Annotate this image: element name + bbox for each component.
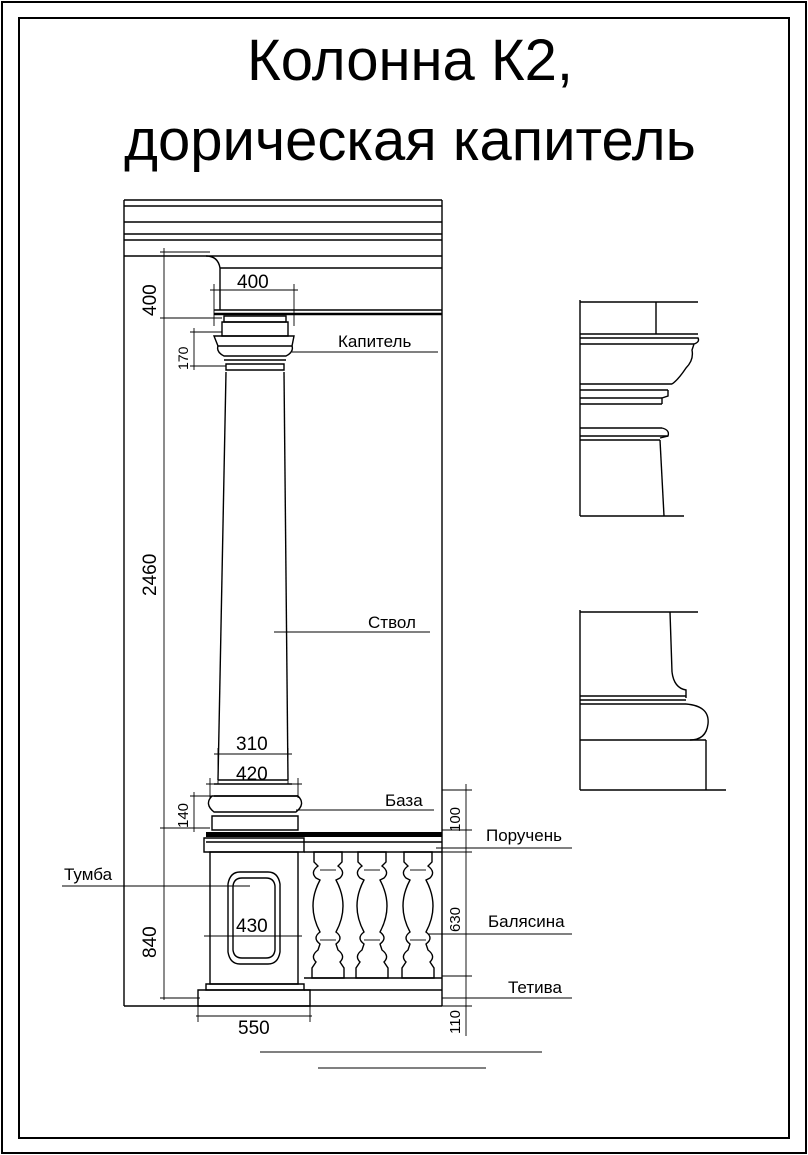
dim-pedestal-width: 550 bbox=[238, 1018, 270, 1039]
dim-capital-top-width: 400 bbox=[237, 272, 269, 293]
label-stringer: Тетива bbox=[508, 978, 562, 997]
title-line-1: Колонна К2, bbox=[247, 28, 573, 93]
capital-detail bbox=[579, 300, 700, 517]
dim-pedestal-height: 840 bbox=[140, 926, 161, 958]
dim-shaft-bottom-width: 310 bbox=[236, 734, 268, 755]
shaft bbox=[217, 371, 289, 781]
label-base: База bbox=[385, 791, 423, 810]
dim-baluster-height: 630 bbox=[447, 907, 464, 932]
dim-stringer-height: 110 bbox=[447, 1010, 464, 1034]
label-pedestal: Тумба bbox=[64, 865, 113, 884]
dimension-lines bbox=[160, 248, 542, 1069]
dim-pedestal-panel-width: 430 bbox=[236, 916, 268, 937]
dim-shaft-height: 2460 bbox=[140, 554, 161, 596]
dim-handrail-height: 100 bbox=[447, 807, 464, 832]
baluster-row bbox=[304, 851, 442, 991]
elevation-view bbox=[123, 199, 443, 1007]
label-baluster: Балясина bbox=[488, 912, 565, 931]
capital bbox=[212, 315, 295, 371]
handrail bbox=[203, 832, 442, 853]
inner-frame bbox=[18, 17, 790, 1139]
label-shaft: Ствол bbox=[368, 613, 416, 632]
entablature bbox=[124, 205, 442, 316]
base bbox=[207, 783, 303, 831]
dim-base-height: 140 bbox=[175, 803, 192, 828]
leader-lines bbox=[62, 351, 572, 999]
label-handrail: Поручень bbox=[486, 826, 562, 845]
title-line-2: дорическая капитель bbox=[124, 108, 696, 173]
dim-capital-height: 170 bbox=[175, 346, 191, 370]
base-detail bbox=[579, 610, 726, 791]
dim-entablature-height: 400 bbox=[140, 284, 161, 316]
dim-base-width: 420 bbox=[236, 764, 268, 785]
baluster-2 bbox=[355, 851, 389, 979]
baluster-3 bbox=[401, 851, 435, 979]
label-capital: Капитель bbox=[338, 332, 411, 351]
baluster-1 bbox=[311, 851, 345, 979]
